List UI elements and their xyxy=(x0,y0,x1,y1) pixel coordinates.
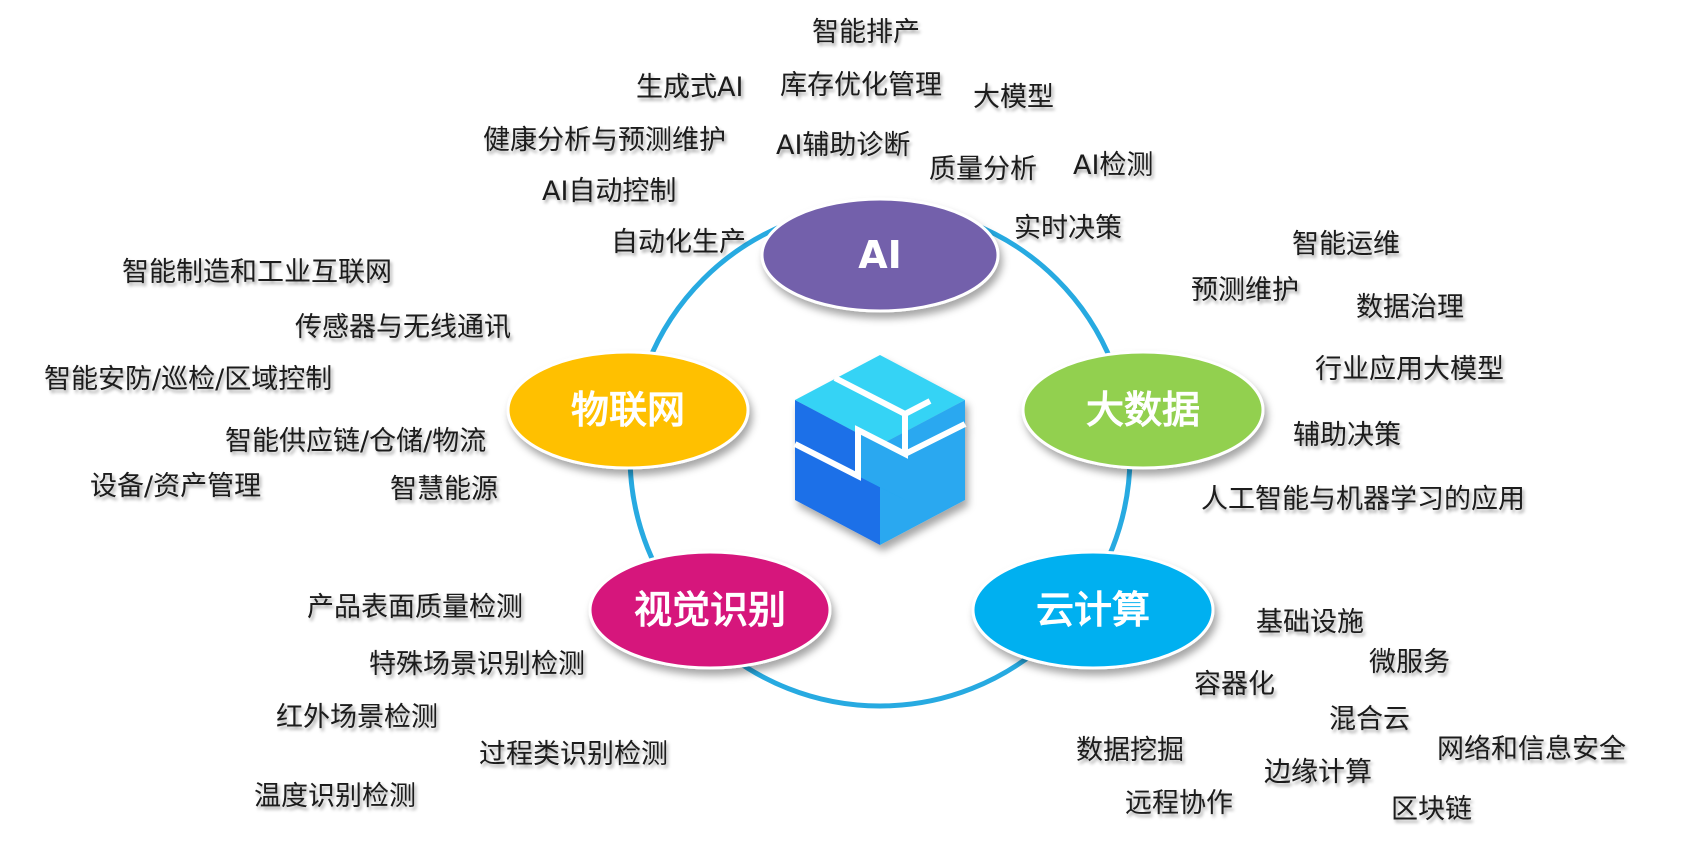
term-label: 容器化 xyxy=(1194,669,1275,700)
cube-seam-lines-right xyxy=(903,421,967,457)
term-label: 产品表面质量检测 xyxy=(307,592,523,623)
term-label: 智能制造和工业互联网 xyxy=(122,257,392,288)
term-label: AI辅助诊断 xyxy=(776,130,910,161)
term-label: AI检测 xyxy=(1073,150,1153,181)
term-label: 健康分析与预测维护 xyxy=(483,125,726,156)
bigdata-terms: 智能运维 预测维护 数据治理 行业应用大模型 辅助决策 人工智能与机器学习的应用 xyxy=(1191,229,1525,515)
term-label: 过程类识别检测 xyxy=(479,739,668,770)
term-label: 智能运维 xyxy=(1292,229,1400,260)
node-ai-label: AI xyxy=(858,233,902,277)
node-bigdata-label: 大数据 xyxy=(1086,388,1200,432)
node-vision: 视觉识别 xyxy=(588,550,832,670)
node-iot-ellipse xyxy=(506,350,750,470)
term-label: 网络和信息安全 xyxy=(1437,734,1626,765)
term-label: 红外场景检测 xyxy=(276,702,438,733)
term-label: AI自动控制 xyxy=(542,176,676,207)
cloud-terms: 基础设施 微服务 容器化 混合云 数据挖掘 边缘计算 网络和信息安全 远程协作 … xyxy=(1076,607,1626,825)
term-label: 混合云 xyxy=(1329,704,1410,735)
ai-terms: 智能排产 生成式AI 库存优化管理 大模型 健康分析与预测维护 AI辅助诊断 质… xyxy=(483,17,1153,258)
term-label: 智能供应链/仓储/物流 xyxy=(225,426,486,457)
term-label: 质量分析 xyxy=(929,154,1037,185)
node-vision-label: 视觉识别 xyxy=(634,588,786,632)
term-label: 库存优化管理 xyxy=(780,70,942,101)
term-label: 智能排产 xyxy=(812,17,920,48)
term-label: 自动化生产 xyxy=(611,227,746,258)
term-label: 边缘计算 xyxy=(1264,757,1372,788)
iot-terms: 智能制造和工业互联网 传感器与无线通讯 智能安防/巡检/区域控制 智能供应链/仓… xyxy=(44,257,511,505)
term-label: 辅助决策 xyxy=(1293,420,1401,451)
term-label: 人工智能与机器学习的应用 xyxy=(1201,484,1525,515)
term-label: 设备/资产管理 xyxy=(90,471,261,502)
cube-inner-block xyxy=(858,430,905,500)
cube-logo-icon xyxy=(793,355,967,545)
term-label: 智能安防/巡检/区域控制 xyxy=(44,364,332,395)
term-label: 实时决策 xyxy=(1014,213,1122,244)
term-label: 行业应用大模型 xyxy=(1315,354,1504,385)
term-label: 预测维护 xyxy=(1191,275,1299,306)
cube-seam-lines-top xyxy=(903,398,932,417)
node-cloud: 云计算 xyxy=(971,550,1215,670)
vision-terms: 产品表面质量检测 特殊场景识别检测 红外场景检测 过程类识别检测 温度识别检测 xyxy=(254,592,668,812)
node-bigdata-ellipse xyxy=(1021,350,1265,470)
term-label: 区块链 xyxy=(1391,794,1472,825)
term-label: 基础设施 xyxy=(1256,607,1364,638)
cube-seam-lines xyxy=(793,375,908,481)
node-ai: AI xyxy=(760,197,1000,313)
term-label: 远程协作 xyxy=(1125,788,1233,819)
term-label: 智慧能源 xyxy=(390,474,498,505)
node-cloud-ellipse xyxy=(971,550,1215,670)
term-label: 生成式AI xyxy=(636,72,743,103)
term-label: 传感器与无线通讯 xyxy=(295,312,511,343)
term-label: 温度识别检测 xyxy=(254,781,416,812)
node-cloud-label: 云计算 xyxy=(1036,588,1150,632)
node-ai-ellipse xyxy=(760,197,1000,313)
node-bigdata: 大数据 xyxy=(1021,350,1265,470)
term-label: 特殊场景识别检测 xyxy=(369,649,585,680)
node-iot: 物联网 xyxy=(506,350,750,470)
node-iot-label: 物联网 xyxy=(571,388,685,432)
term-label: 微服务 xyxy=(1369,647,1450,678)
term-label: 大模型 xyxy=(973,82,1054,113)
node-vision-ellipse xyxy=(588,550,832,670)
term-label: 数据挖掘 xyxy=(1076,735,1184,766)
term-label: 数据治理 xyxy=(1356,292,1464,323)
